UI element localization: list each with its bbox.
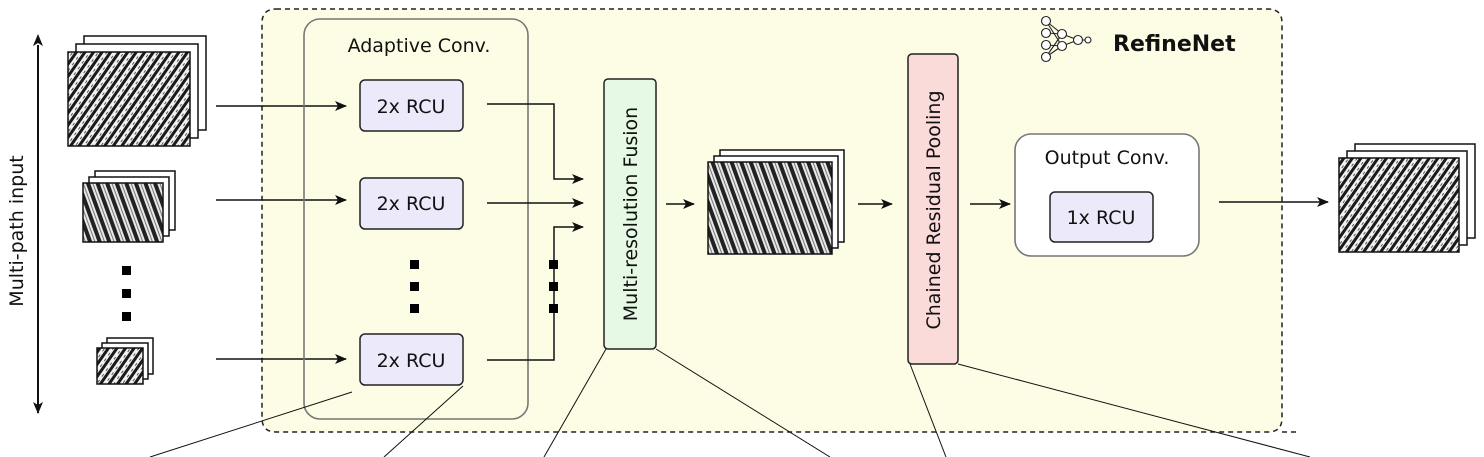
arrow-icon [487, 222, 584, 361]
feature-map-stack-icon [82, 170, 176, 243]
multi-resolution-fusion-label: Multi-resolution Fusion [620, 107, 642, 321]
rcu-block-2-label: 2x RCU [377, 193, 446, 215]
output-rcu-label: 1x RCU [1067, 207, 1136, 229]
feature-map-stack-icon [96, 337, 154, 385]
rcu-block-3-label: 2x RCU [377, 350, 446, 372]
input-ellipsis-dots [122, 266, 131, 321]
refinenet-title: RefineNet [1113, 32, 1236, 57]
rcu-block-1 [359, 79, 464, 132]
neural-network-icon [1040, 15, 1092, 63]
rcu-block-1-label: 2x RCU [377, 96, 446, 118]
adaptive-conv-label: Adaptive Conv. [348, 35, 491, 57]
multi-resolution-fusion-block [603, 78, 657, 350]
rcu-block-2 [359, 177, 464, 230]
rcu-block-3 [359, 333, 464, 386]
feature-map-stack-icon [1338, 143, 1476, 253]
feature-map-stack-icon [707, 149, 845, 255]
chained-residual-pooling-block [907, 53, 959, 365]
rcu-ellipsis-dots [410, 260, 419, 313]
multi-path-input-label: Multi-path input [6, 155, 28, 306]
chained-residual-pooling-label: Chained Residual Pooling [923, 90, 945, 329]
detail-leader-lines [149, 348, 1311, 457]
adaptive-conv-group [303, 18, 529, 420]
arrow-icon [487, 103, 584, 184]
output-conv-label: Output Conv. [1045, 147, 1170, 169]
feature-map-stack-icon [67, 35, 207, 147]
connector-ellipsis-dots [549, 260, 558, 313]
output-rcu-block [1049, 191, 1154, 243]
